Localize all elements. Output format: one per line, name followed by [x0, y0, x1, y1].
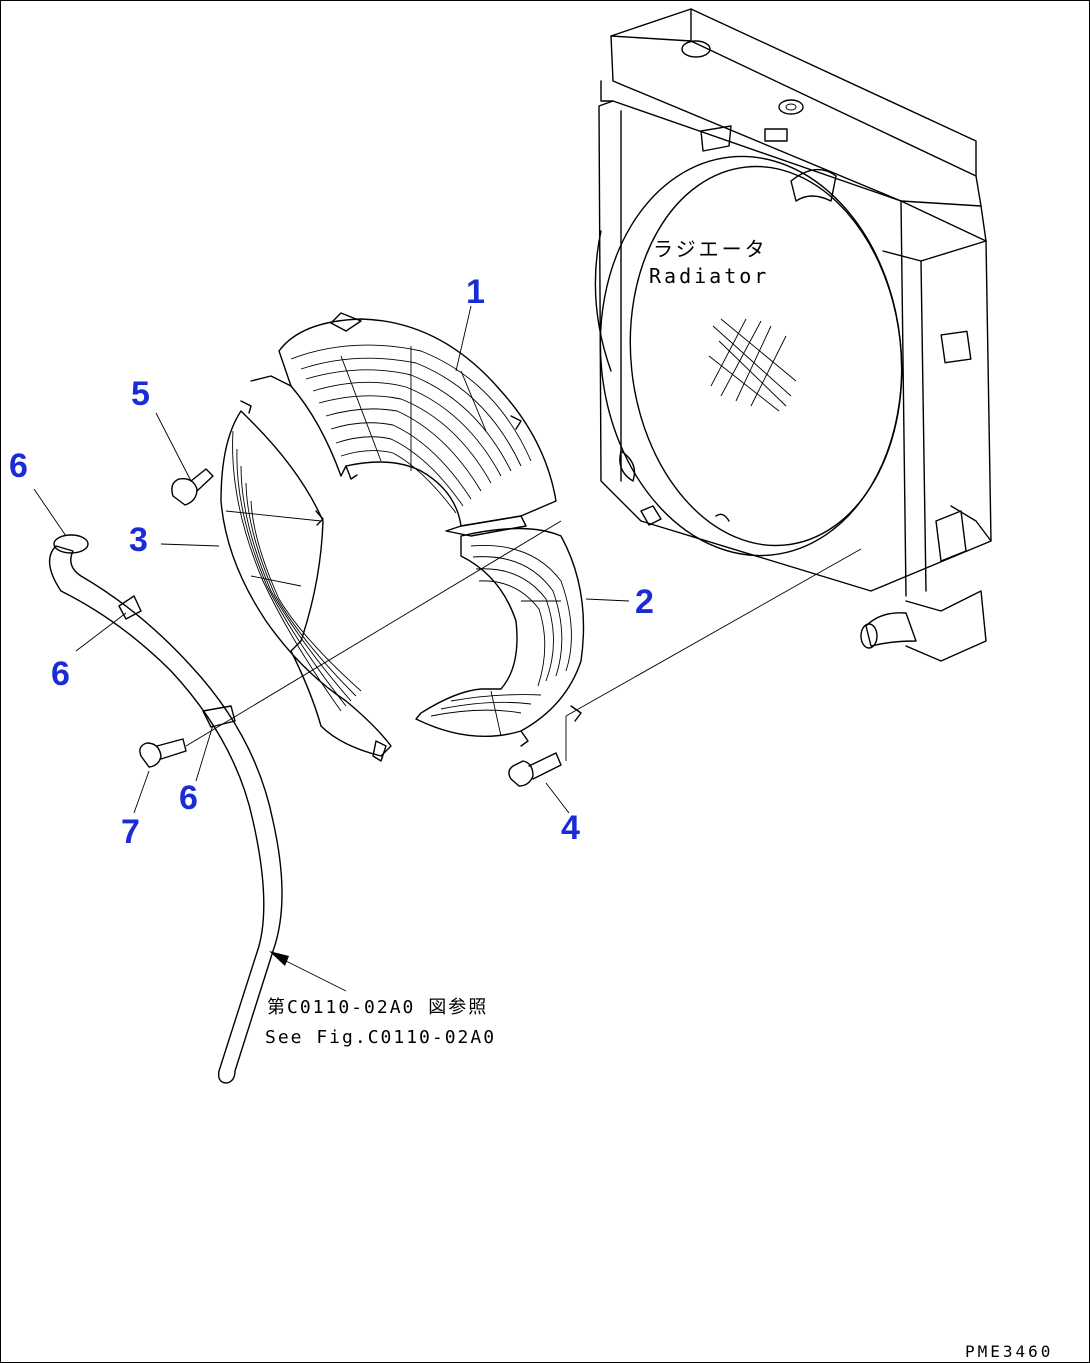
bolt-7 [139, 738, 187, 768]
radiator-core-mesh [708, 318, 797, 412]
fan-guard-left [220, 375, 392, 762]
radiator-label-en: Radiator [649, 264, 769, 288]
callout-5: 5 [131, 375, 150, 413]
callout-2: 2 [635, 583, 654, 621]
drain-hose [48, 534, 283, 1084]
leader-lines [33, 305, 862, 992]
callout-4: 4 [561, 809, 580, 847]
fan-guard-upper [278, 312, 557, 537]
fan-guard-right [415, 527, 585, 747]
reference-note-en: See Fig.C0110-02A0 [265, 1027, 496, 1048]
bolt-4 [508, 752, 562, 787]
bolt-5 [171, 468, 214, 506]
callout-6-bottom: 6 [179, 779, 198, 817]
callout-6-middle: 6 [51, 655, 70, 693]
callout-3: 3 [129, 521, 148, 559]
callout-6-top: 6 [9, 447, 28, 485]
radiator-assembly [594, 8, 992, 662]
drawing-code: PME3460 [965, 1342, 1053, 1361]
callout-7: 7 [121, 813, 140, 851]
callout-1: 1 [466, 273, 485, 311]
radiator-label-jp: ラジエータ [653, 237, 768, 261]
reference-note-jp: 第C0110-02A0 図参照 [267, 997, 488, 1018]
